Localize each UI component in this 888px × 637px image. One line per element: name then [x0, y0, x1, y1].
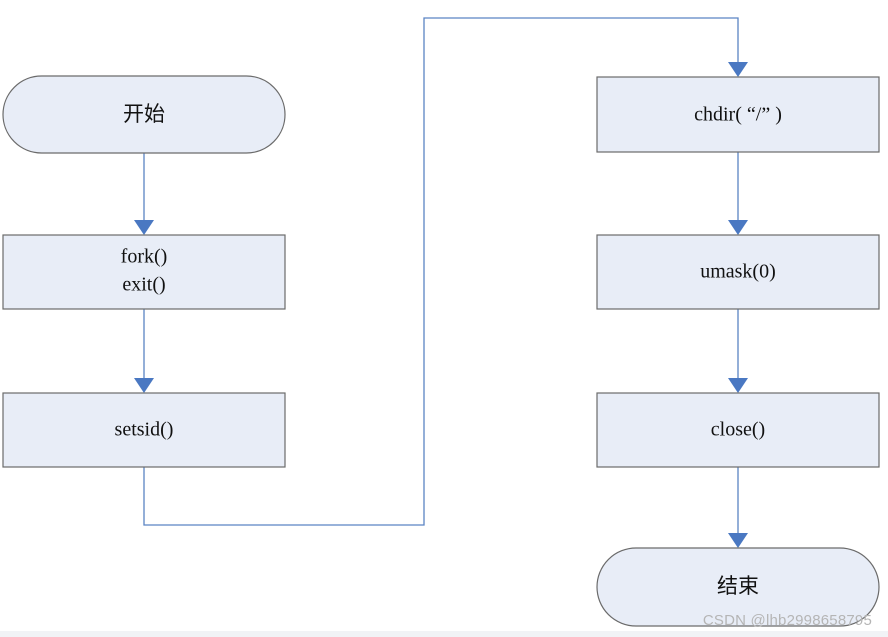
node-end-label: 结束	[717, 574, 759, 598]
node-close: close()	[596, 392, 880, 468]
node-setsid-shape	[2, 392, 286, 468]
arrowhead-end	[728, 533, 748, 548]
node-chdir: chdir( “/” )	[596, 76, 880, 153]
arrowhead-chdir	[728, 62, 748, 77]
node-start: 开始	[2, 75, 286, 154]
node-fork-label: fork()	[121, 246, 168, 268]
node-umask: umask(0)	[596, 234, 880, 310]
node-chdir-label: chdir( “/” )	[694, 104, 782, 126]
arrowhead-fork	[134, 220, 154, 235]
arrowhead-umask	[728, 220, 748, 235]
node-close-label: close()	[711, 419, 765, 441]
node-umask-shape	[596, 234, 880, 310]
node-exit-label: exit()	[122, 274, 165, 296]
node-chdir-shape	[596, 76, 880, 153]
node-end-shape	[596, 547, 880, 627]
node-setsid-label: setsid()	[115, 419, 174, 441]
node-start-label: 开始	[123, 102, 165, 126]
node-start-shape	[2, 75, 286, 154]
node-close-shape	[596, 392, 880, 468]
arrowhead-close	[728, 378, 748, 393]
node-umask-label: umask(0)	[700, 261, 776, 283]
node-setsid: setsid()	[2, 392, 286, 468]
node-fork-exit-shape	[2, 234, 286, 310]
csdn-watermark: CSDN @lhb2998658795	[702, 612, 872, 629]
node-end: 结束	[596, 547, 880, 627]
edge-setsid-chdir	[143, 17, 739, 526]
bottom-strip	[0, 631, 888, 637]
arrowhead-setsid	[134, 378, 154, 393]
node-fork-exit: fork() exit()	[2, 234, 286, 310]
